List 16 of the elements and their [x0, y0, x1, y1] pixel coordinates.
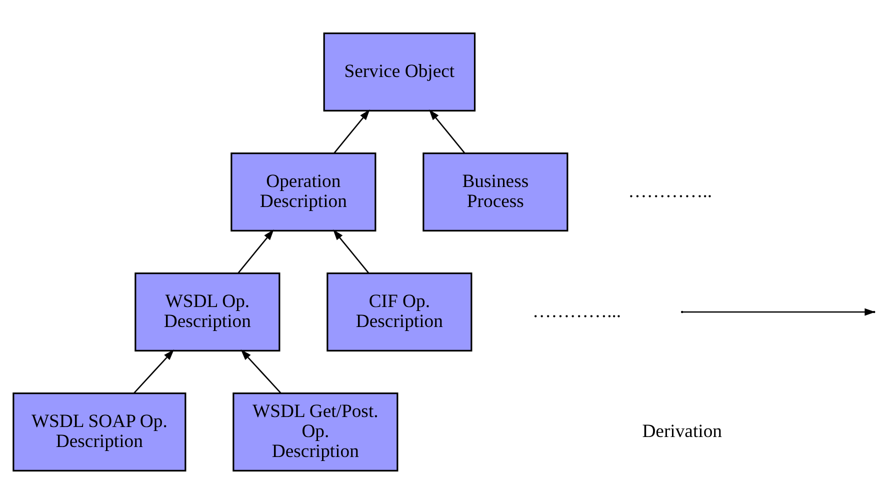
node-box: WSDL Op. Description	[134, 272, 280, 351]
legend-label: Derivation	[642, 420, 722, 442]
node-box: CIF Op. Description	[326, 272, 472, 351]
label: …………...	[532, 300, 622, 322]
node-box: WSDL Get/Post. Op. Description	[232, 392, 398, 471]
arrow	[134, 349, 174, 393]
arrow	[240, 349, 282, 393]
arrow	[332, 228, 370, 273]
node-box: WSDL SOAP Op. Description	[12, 392, 186, 471]
node-box: Operation Description	[230, 152, 376, 231]
label: …………..	[628, 180, 712, 202]
node-box: Service Object	[323, 32, 476, 111]
arrow	[334, 108, 370, 153]
arrow	[428, 108, 466, 153]
arrow	[238, 228, 274, 273]
node-box: Business Process	[422, 152, 568, 231]
